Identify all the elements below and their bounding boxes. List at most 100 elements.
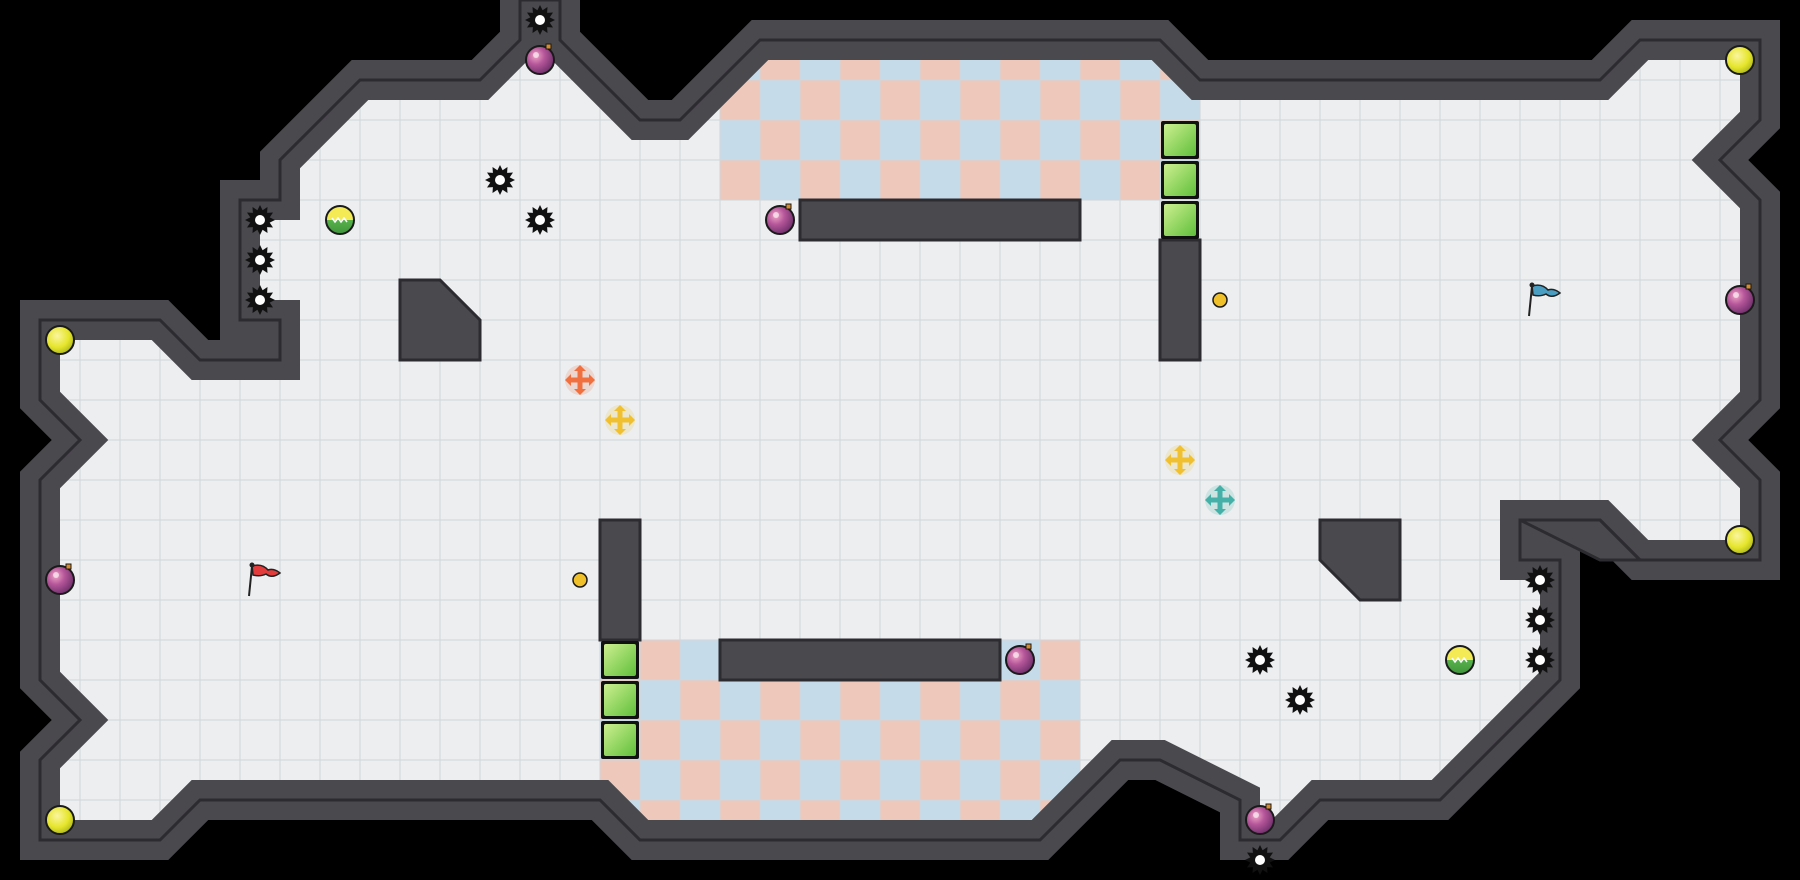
spike-icon <box>245 205 275 235</box>
floor-tile <box>319 479 361 521</box>
floor-tile <box>1119 839 1161 840</box>
floor-tile <box>1359 639 1401 681</box>
floor-tile <box>159 679 201 721</box>
floor-tile <box>79 759 121 801</box>
floor-tile <box>279 719 321 761</box>
floor-tile <box>1599 399 1641 441</box>
floor-tile <box>1239 479 1281 521</box>
floor-tile <box>1599 639 1641 681</box>
boosts-layer <box>45 45 1755 835</box>
floor-tile <box>999 399 1041 441</box>
teal-pad-icon <box>1205 485 1235 515</box>
floor-tile <box>359 479 401 521</box>
floor-tile <box>679 599 721 641</box>
floor-tile <box>359 159 401 201</box>
floor-tile <box>799 399 841 441</box>
floor-tile <box>439 479 481 521</box>
floor-tile <box>1359 0 1401 41</box>
floor-tile <box>1039 599 1081 641</box>
floor-tile <box>79 0 121 41</box>
floor-tile <box>839 119 881 161</box>
spike-icon <box>525 5 555 35</box>
floor-tile <box>759 439 801 481</box>
floor-tile <box>799 559 841 601</box>
floor-tile <box>999 759 1041 801</box>
floor-tile <box>79 559 121 601</box>
floor-tile <box>679 439 721 481</box>
floor-tile <box>719 279 761 321</box>
floor-tile <box>959 439 1001 481</box>
floor-tile <box>1519 159 1561 201</box>
floor-tile <box>679 359 721 401</box>
floor-tile <box>839 519 881 561</box>
floor-tile <box>719 239 761 281</box>
floor-tile <box>1559 0 1601 41</box>
floor-tile <box>999 119 1041 161</box>
floor-tile <box>1639 399 1681 441</box>
floor-tile <box>479 599 521 641</box>
floor-tile <box>199 559 241 601</box>
floor-tile <box>1279 319 1321 361</box>
floor-tile <box>959 399 1001 441</box>
floor-tile <box>119 399 161 441</box>
floor-tile <box>1599 199 1641 241</box>
floor-tile <box>199 479 241 521</box>
wall-block <box>398 278 482 362</box>
floor-tile <box>1479 439 1521 481</box>
powerups-layer <box>325 205 1475 675</box>
floor-tile <box>1439 199 1481 241</box>
floor-tile <box>1079 159 1121 201</box>
floor-tile <box>1079 239 1121 281</box>
floor-tile <box>599 239 641 281</box>
floor-tile <box>399 359 441 401</box>
floor-tile <box>1559 399 1601 441</box>
floor-tile <box>759 319 801 361</box>
floor-tile <box>159 79 201 121</box>
floor-tile <box>1679 639 1721 681</box>
floor-tile <box>1199 439 1241 481</box>
floor-tile <box>1079 199 1121 241</box>
floor-tile <box>519 839 561 840</box>
floor-tile <box>1359 839 1401 840</box>
floor-tile <box>959 599 1001 641</box>
floor-tile <box>679 519 721 561</box>
floor-tile <box>1359 399 1401 441</box>
floor-tile <box>1719 799 1760 840</box>
floor-tile <box>1599 279 1641 321</box>
floor-tile <box>1479 399 1521 441</box>
floor-tile <box>559 279 601 321</box>
floor-tile <box>439 719 481 761</box>
floor-tile <box>679 719 721 761</box>
floor-tile <box>119 239 161 281</box>
floor-tile <box>919 439 961 481</box>
floor-tile <box>799 119 841 161</box>
floor-tile <box>79 639 121 681</box>
floor-tile <box>1479 359 1521 401</box>
floor-tile <box>79 519 121 561</box>
floor-tile <box>1079 119 1121 161</box>
floor-tile <box>999 159 1041 201</box>
pads-layer <box>565 365 1235 515</box>
floor-tile <box>1119 559 1161 601</box>
floor-tile <box>1199 599 1241 641</box>
floor-tile <box>1479 319 1521 361</box>
floor-tile <box>159 559 201 601</box>
floor-tile <box>1159 359 1201 401</box>
floor-tile <box>479 399 521 441</box>
floor-tile <box>159 599 201 641</box>
floor-tile <box>1159 639 1201 681</box>
floor-tile <box>79 39 121 81</box>
floor-tile <box>1559 119 1601 161</box>
floor-tile <box>519 239 561 281</box>
floor-tile <box>40 0 81 41</box>
floor-tile <box>1239 0 1281 41</box>
floor-tile <box>399 559 441 601</box>
floor-tile <box>719 519 761 561</box>
floor-tile <box>1119 359 1161 401</box>
floor-tile <box>1159 399 1201 441</box>
floor-tile <box>1159 479 1201 521</box>
floor-tile <box>1679 839 1721 840</box>
floor-tile <box>1519 399 1561 441</box>
floor-tile <box>1159 559 1201 601</box>
floor-tile <box>439 199 481 241</box>
